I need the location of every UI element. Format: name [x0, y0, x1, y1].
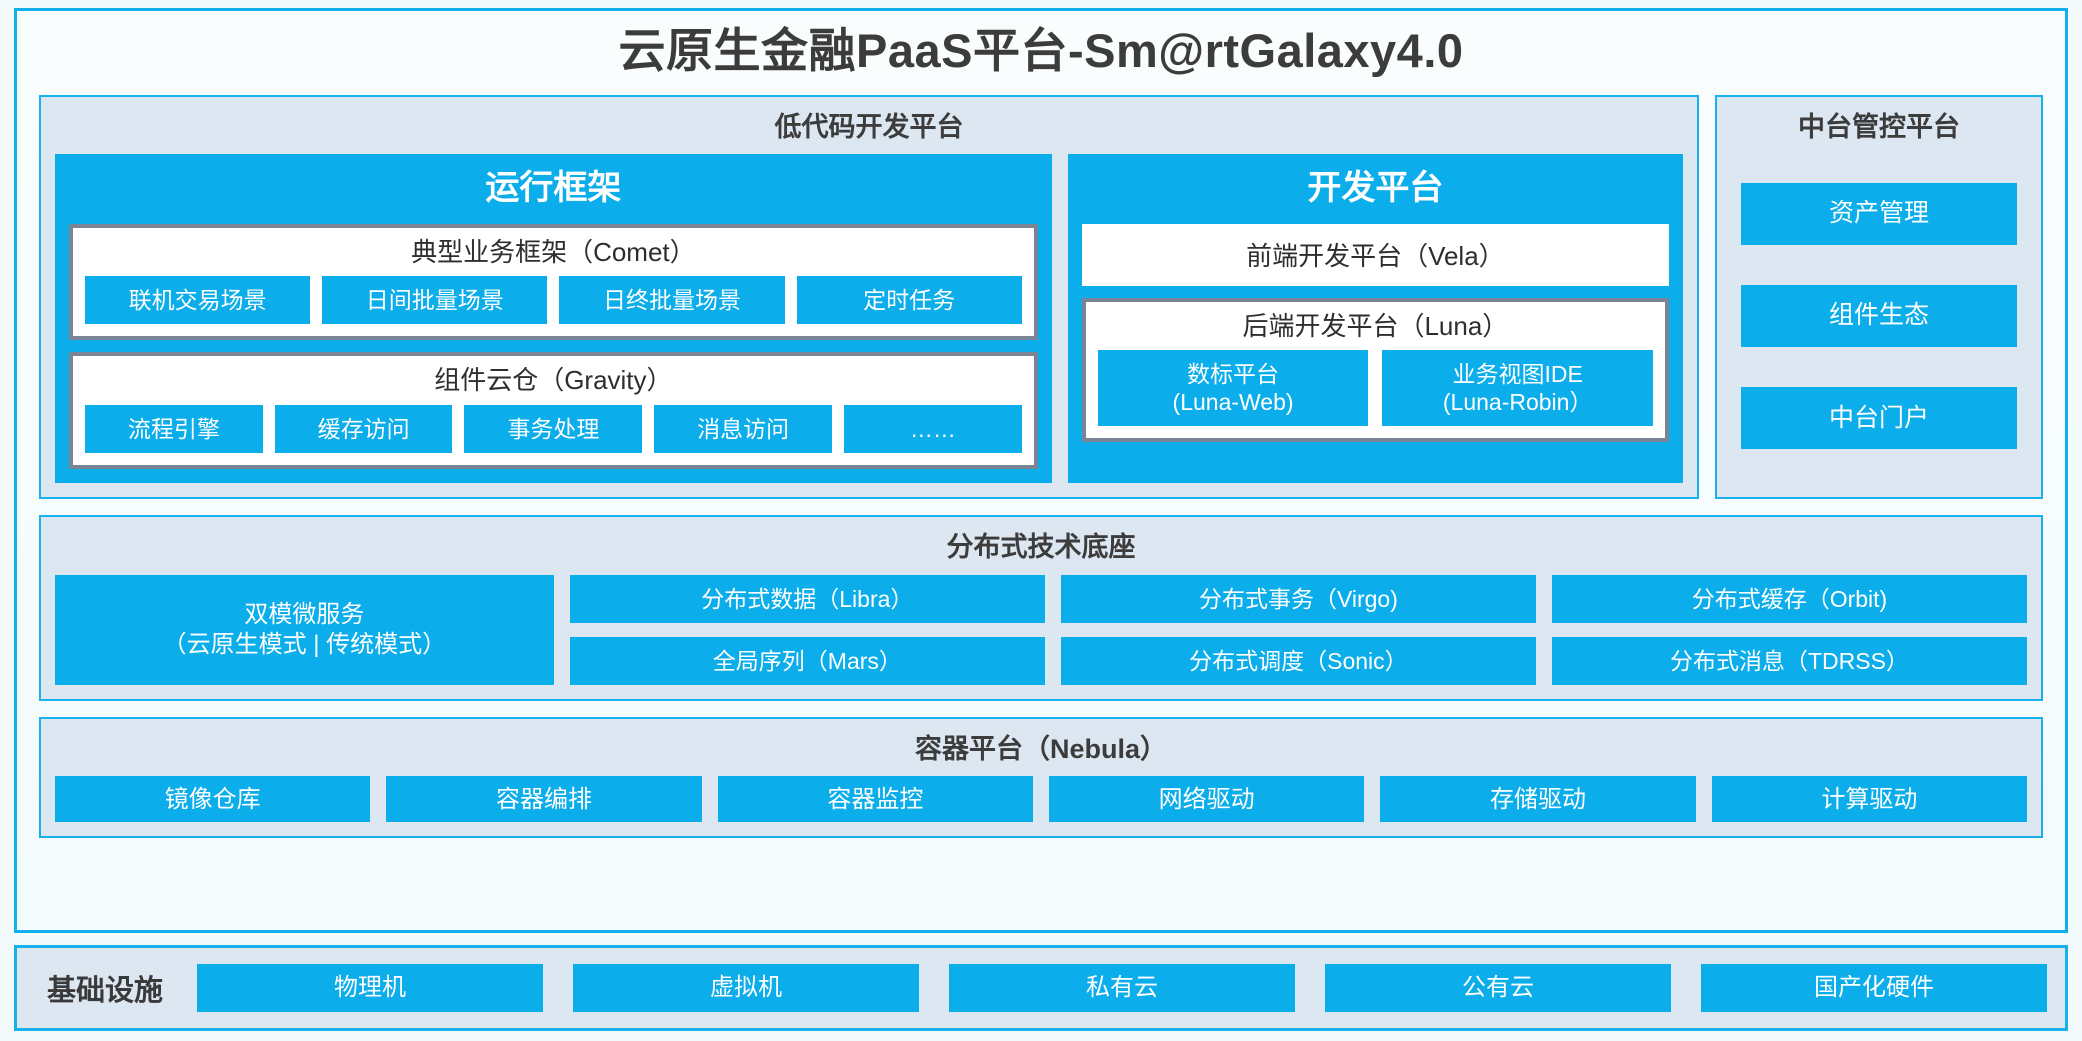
techbase-tile-tdrss[interactable]: 分布式消息（TDRSS）	[1551, 636, 2027, 685]
techbase-tile-virgo[interactable]: 分布式事务（Virgo)	[1060, 574, 1536, 623]
techbase-column-microservice: 双模微服务 （云原生模式 | 传统模式）	[55, 574, 554, 685]
comet-card: 典型业务框架（Comet） 联机交易场景 日间批量场景 日终批量场景 定时任务	[69, 223, 1038, 341]
infrastructure-label: 基础设施	[47, 975, 164, 1007]
container-tile-orchestration[interactable]: 容器编排	[386, 776, 702, 823]
techbase-grid: 双模微服务 （云原生模式 | 传统模式） 分布式数据（Libra） 全局序列（M…	[55, 574, 2027, 685]
container-tile-grid: 镜像仓库 容器编排 容器监控 网络驱动 存储驱动 计算驱动	[55, 776, 2027, 823]
comet-tile[interactable]: 定时任务	[796, 276, 1022, 325]
infrastructure-tile-grid: 物理机 虚拟机 私有云 公有云 国产化硬件	[197, 964, 2047, 1012]
container-tile-monitoring[interactable]: 容器监控	[717, 776, 1033, 823]
techbase-tile-libra[interactable]: 分布式数据（Libra）	[569, 574, 1045, 623]
container-tile-registry[interactable]: 镜像仓库	[55, 776, 371, 823]
lowcode-platform-panel: 低代码开发平台 运行框架 典型业务框架（Comet） 联机交易场景 日间批量场景	[39, 94, 1699, 499]
comet-tile[interactable]: 联机交易场景	[85, 276, 311, 325]
luna-web-code: (Luna-Web)	[1172, 389, 1294, 416]
lowcode-platform-title: 低代码开发平台	[774, 111, 964, 142]
dev-platform-title: 开发平台	[1307, 169, 1444, 208]
techbase-tile-orbit[interactable]: 分布式缓存（Orbit)	[1551, 574, 2027, 623]
techbase-tile-sonic[interactable]: 分布式调度（Sonic）	[1060, 636, 1536, 685]
runtime-framework-column: 运行框架 典型业务框架（Comet） 联机交易场景 日间批量场景 日终批量场景 …	[55, 154, 1052, 483]
runtime-framework-section: 运行框架 典型业务框架（Comet） 联机交易场景 日间批量场景 日终批量场景 …	[55, 154, 1052, 483]
infra-tile-virtual[interactable]: 虚拟机	[573, 964, 919, 1012]
vela-frontend-card[interactable]: 前端开发平台（Vela）	[1081, 223, 1669, 286]
comet-tile[interactable]: 日终批量场景	[559, 276, 785, 325]
midplatform-tile-asset[interactable]: 资产管理	[1741, 182, 2017, 245]
platform-frame: 云原生金融PaaS平台-Sm@rtGalaxy4.0 低代码开发平台 运行框架 …	[14, 8, 2068, 933]
microservice-line2: （云原生模式 | 传统模式）	[162, 630, 447, 658]
comet-tile[interactable]: 日间批量场景	[322, 276, 548, 325]
infra-tile-domestic-hardware[interactable]: 国产化硬件	[1701, 964, 2047, 1012]
container-tile-network-driver[interactable]: 网络驱动	[1049, 776, 1365, 823]
microservice-line1: 双模微服务	[244, 601, 365, 629]
gravity-tile[interactable]: 消息访问	[654, 404, 832, 453]
techbase-title: 分布式技术底座	[946, 531, 1136, 562]
runtime-framework-title: 运行框架	[485, 169, 622, 208]
gravity-tile[interactable]: 事务处理	[464, 404, 643, 453]
gravity-card: 组件云仓（Gravity） 流程引擎 缓存访问 事务处理 消息访问 ……	[69, 352, 1038, 469]
container-tile-storage-driver[interactable]: 存储驱动	[1380, 776, 1696, 823]
midplatform-panel: 中台管控平台 资产管理 组件生态 中台门户	[1715, 94, 2043, 499]
infra-tile-private-cloud[interactable]: 私有云	[949, 964, 1295, 1012]
page-title: 云原生金融PaaS平台-Sm@rtGalaxy4.0	[618, 24, 1464, 77]
container-platform-title: 容器平台（Nebula）	[914, 733, 1168, 764]
microservice-tile[interactable]: 双模微服务 （云原生模式 | 传统模式）	[55, 574, 554, 685]
midplatform-title: 中台管控平台	[1798, 111, 1960, 142]
container-platform-panel: 容器平台（Nebula） 镜像仓库 容器编排 容器监控 网络驱动 存储驱动 计算…	[39, 716, 2043, 839]
gravity-tile[interactable]: 缓存访问	[274, 404, 453, 453]
techbase-tile-mars[interactable]: 全局序列（Mars）	[569, 636, 1045, 685]
comet-title: 典型业务框架（Comet）	[411, 236, 696, 267]
dev-platform-section: 开发平台 前端开发平台（Vela） 后端开发平台（Luna） 数标平台 (Lun…	[1067, 154, 1683, 483]
luna-web-name: 数标平台	[1187, 361, 1280, 388]
comet-tile-grid: 联机交易场景 日间批量场景 日终批量场景 定时任务	[85, 276, 1022, 325]
luna-tile-grid: 数标平台 (Luna-Web) 业务视图IDE (Luna-Robin）	[1097, 350, 1653, 427]
techbase-column-2: 分布式数据（Libra） 全局序列（Mars）	[569, 574, 1045, 685]
infrastructure-bar: 基础设施 物理机 虚拟机 私有云 公有云 国产化硬件	[14, 945, 2068, 1031]
row-lowcode: 低代码开发平台 运行框架 典型业务框架（Comet） 联机交易场景 日间批量场景	[39, 94, 2043, 499]
midplatform-tile-portal[interactable]: 中台门户	[1741, 386, 2017, 449]
gravity-title: 组件云仓（Gravity）	[434, 365, 673, 396]
gravity-tile-ellipsis[interactable]: ……	[843, 404, 1022, 453]
dev-platform-column: 开发平台 前端开发平台（Vela） 后端开发平台（Luna） 数标平台 (Lun…	[1067, 154, 1683, 483]
infra-tile-physical[interactable]: 物理机	[197, 964, 543, 1012]
luna-robin-code: (Luna-Robin）	[1442, 389, 1593, 416]
infra-tile-public-cloud[interactable]: 公有云	[1325, 964, 1671, 1012]
techbase-panel: 分布式技术底座 双模微服务 （云原生模式 | 传统模式） 分布式数据（Libra…	[39, 514, 2043, 701]
luna-robin-tile[interactable]: 业务视图IDE (Luna-Robin）	[1382, 350, 1653, 427]
luna-title: 后端开发平台（Luna）	[1242, 310, 1509, 341]
midplatform-tile-list: 资产管理 组件生态 中台门户	[1731, 154, 2027, 483]
midplatform-tile-component[interactable]: 组件生态	[1741, 284, 2017, 347]
luna-robin-name: 业务视图IDE	[1452, 361, 1583, 388]
luna-card: 后端开发平台（Luna） 数标平台 (Luna-Web) 业务视图IDE (Lu…	[1081, 297, 1669, 443]
lowcode-platform-body: 运行框架 典型业务框架（Comet） 联机交易场景 日间批量场景 日终批量场景 …	[55, 154, 1683, 483]
container-tile-compute-driver[interactable]: 计算驱动	[1711, 776, 2027, 823]
gravity-tile-grid: 流程引擎 缓存访问 事务处理 消息访问 ……	[85, 404, 1022, 453]
techbase-column-3: 分布式事务（Virgo) 分布式调度（Sonic）	[1060, 574, 1536, 685]
gravity-tile[interactable]: 流程引擎	[85, 404, 263, 453]
luna-web-tile[interactable]: 数标平台 (Luna-Web)	[1097, 350, 1369, 427]
techbase-column-4: 分布式缓存（Orbit) 分布式消息（TDRSS）	[1551, 574, 2027, 685]
